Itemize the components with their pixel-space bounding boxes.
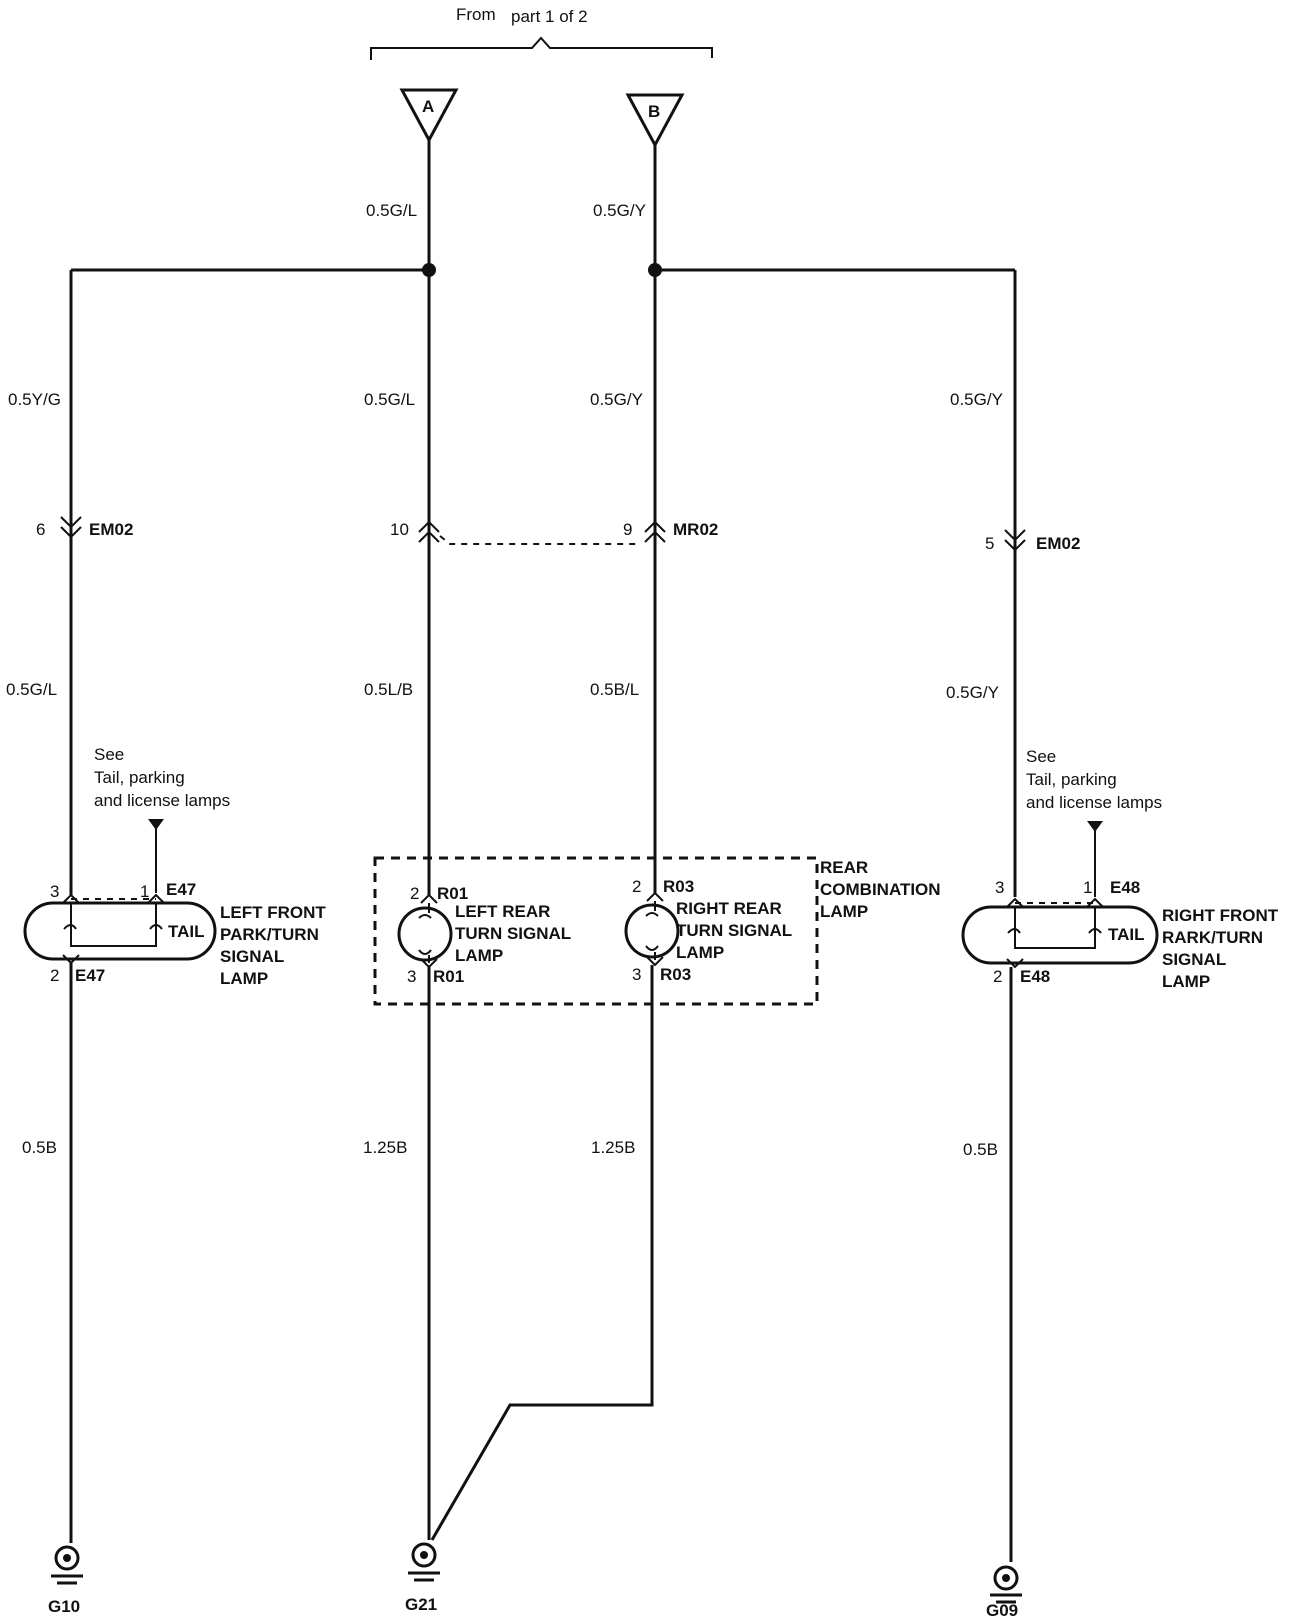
right-rear-name-1: RIGHT REAR [676,899,782,918]
em02-right-pin: 5 [985,534,994,553]
left-rear-name-1: LEFT REAR [455,902,550,921]
left-see-line3: and license lamps [94,791,230,810]
ground-g10-symbol [51,1545,83,1585]
left-front-lamp: 3 1 E47 TAIL 2 E47 LEFT FRONT PARK/TURN … [23,880,326,988]
ground-g21-symbol [408,1542,440,1582]
em02-left-name: EM02 [89,520,133,539]
wire-label-left-upper: 0.5Y/G [8,390,61,409]
connector-em02-left-symbol [60,516,82,539]
ground-g10-label: G10 [48,1597,80,1616]
left-rear-name-2: TURN SIGNAL [455,924,571,943]
part-label: part 1 of 2 [511,7,588,26]
wire-label-b-lower: 0.5B/L [590,680,639,699]
right-rear-turn-lamp: 2 R03 3 R03 RIGHT REAR TURN SIGNAL LAMP [624,877,792,984]
connector-a-label: A [422,97,434,116]
right-front-conn-top: E48 [1110,878,1140,897]
left-front-pin-in: 3 [50,882,59,901]
wire-label-b-mid: 0.5G/Y [590,390,643,409]
connector-a-triangle: A [399,88,459,144]
right-rear-name-2: TURN SIGNAL [676,921,792,940]
right-front-lamp: 3 1 E48 TAIL 2 E48 RIGHT FRONT RARK/TURN… [961,878,1279,991]
left-front-tail-label: TAIL [168,922,205,941]
left-front-name-3: SIGNAL [220,947,284,966]
right-rear-pin-out: 3 [632,965,641,984]
right-front-name-3: SIGNAL [1162,950,1226,969]
right-front-pin-in: 3 [995,878,1004,897]
right-see-line2: Tail, parking [1026,770,1117,789]
rear-combination-title-2: COMBINATION [820,880,941,899]
wire-label-b-ground: 1.25B [591,1138,635,1157]
ground-g09-label: G09 [986,1601,1018,1618]
wire-label-right-upper: 0.5G/Y [950,390,1003,409]
right-rear-name-3: LAMP [676,943,724,962]
wire-label-a-ground: 1.25B [363,1138,407,1157]
connector-mr02-b-symbol [644,520,666,543]
left-front-name-1: LEFT FRONT [220,903,326,922]
mr02-a-pin: 10 [390,520,409,539]
right-front-conn-bottom: E48 [1020,967,1050,986]
right-front-name-1: RIGHT FRONT [1162,906,1279,925]
left-rear-name-3: LAMP [455,946,503,965]
wire-label-right-ground: 0.5B [963,1140,998,1159]
ground-g09-symbol [990,1565,1022,1604]
right-see-line3: and license lamps [1026,793,1162,812]
right-rear-conn-out: R03 [660,965,691,984]
mr02-b-pin: 9 [623,520,632,539]
right-front-pin-out: 2 [993,967,1002,986]
left-rear-turn-lamp: 2 R01 3 R01 LEFT REAR TURN SIGNAL LAMP [397,884,571,986]
rear-combination-title-3: LAMP [820,902,868,921]
left-front-conn-bottom: E47 [75,966,105,985]
connector-em02-right-symbol [1004,529,1026,552]
connector-mr02-a-symbol [418,520,440,543]
left-rear-conn-in: R01 [437,884,468,903]
left-front-conn-top: E47 [166,880,196,899]
right-front-tail-label: TAIL [1108,925,1145,944]
right-front-name-4: LAMP [1162,972,1210,991]
left-rear-pin-out: 3 [407,967,416,986]
right-tail-feed-arrow [1087,821,1103,832]
wire-label-left-lower: 0.5G/L [6,680,57,699]
left-rear-pin-in: 2 [410,884,419,903]
rear-combination-title-1: REAR [820,858,868,877]
left-tail-feed-arrow [148,819,164,830]
connector-b-triangle: B [625,93,685,149]
header-bracket [370,36,713,60]
left-front-pin-tail: 1 [140,882,149,901]
right-front-name-2: RARK/TURN [1162,928,1263,947]
wire-label-top-b: 0.5G/Y [593,201,646,220]
wire-b-ground [430,965,654,1541]
wire-label-left-ground: 0.5B [22,1138,57,1157]
right-see-line1: See [1026,747,1056,766]
em02-left-pin: 6 [36,520,45,539]
left-front-name-4: LAMP [220,969,268,988]
mr02-b-name: MR02 [673,520,718,539]
rear-combination-box [373,856,819,1006]
right-front-pin-tail: 1 [1083,878,1092,897]
from-label: From [456,5,496,24]
left-rear-conn-out: R01 [433,967,464,986]
wire-label-a-lower: 0.5L/B [364,680,413,699]
mr02-link [439,535,640,545]
wire-label-top-a: 0.5G/L [366,201,417,220]
ground-g21-label: G21 [405,1595,437,1614]
wire-label-a-mid: 0.5G/L [364,390,415,409]
connector-b-label: B [648,102,660,121]
right-rear-conn-in: R03 [663,877,694,896]
em02-right-name: EM02 [1036,534,1080,553]
left-see-line2: Tail, parking [94,768,185,787]
left-front-pin-out: 2 [50,966,59,985]
wire-label-right-lower: 0.5G/Y [946,683,999,702]
left-front-name-2: PARK/TURN [220,925,319,944]
left-see-line1: See [94,745,124,764]
right-rear-pin-in: 2 [632,877,641,896]
